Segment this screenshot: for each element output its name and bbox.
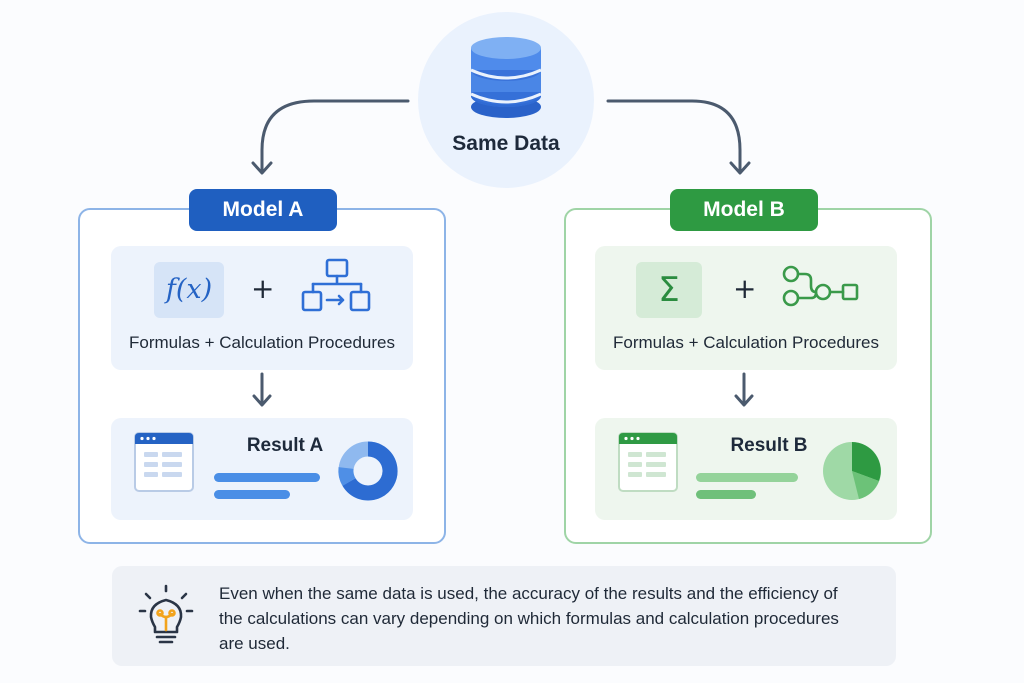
- method-label: Formulas + Calculation Procedures: [613, 333, 879, 352]
- down-arrow-icon: [734, 372, 754, 407]
- model-b-badge: Model B: [670, 189, 818, 231]
- spreadsheet-icon: [134, 432, 194, 492]
- result-bar: [696, 473, 798, 482]
- note-box: Even when the same data is used, the acc…: [112, 566, 896, 666]
- model-b-result-card: Result B: [595, 418, 897, 520]
- method-label: Formulas + Calculation Procedures: [129, 333, 395, 352]
- pie-chart-icon: [823, 442, 881, 500]
- model-b-method-card: Σ + Formulas + Calculation Procedures: [595, 246, 897, 370]
- same-data-label: Same Data: [452, 132, 560, 155]
- plus-sign: +: [733, 272, 757, 305]
- result-bar: [214, 490, 290, 499]
- lightbulb-icon: [138, 584, 194, 644]
- spreadsheet-icon: [618, 432, 678, 492]
- node-workflow-icon: [782, 265, 859, 307]
- connector-left-head: [251, 161, 273, 175]
- connector-right: [606, 99, 742, 174]
- plus-sign: +: [251, 272, 275, 305]
- model-a-badge: Model A: [189, 189, 337, 231]
- model-a-method-card: f(x) + Formulas + Calculation Procedures: [111, 246, 413, 370]
- model-a-result-card: Result A: [111, 418, 413, 520]
- result-b-title: Result B: [730, 435, 808, 456]
- database-icon: [470, 37, 542, 118]
- result-bar: [214, 473, 320, 482]
- donut-chart-icon: [338, 441, 398, 501]
- down-arrow-icon: [252, 372, 272, 407]
- sigma-icon: Σ: [636, 262, 702, 318]
- result-a-title: Result A: [246, 435, 324, 456]
- note-text: Even when the same data is used, the acc…: [219, 584, 839, 653]
- connector-right-head: [729, 161, 751, 175]
- connector-left: [260, 99, 410, 174]
- function-icon: f(x): [154, 262, 224, 318]
- same-data-node: Same Data: [418, 12, 594, 188]
- flowchart-icon: [301, 258, 371, 312]
- result-bar: [696, 490, 756, 499]
